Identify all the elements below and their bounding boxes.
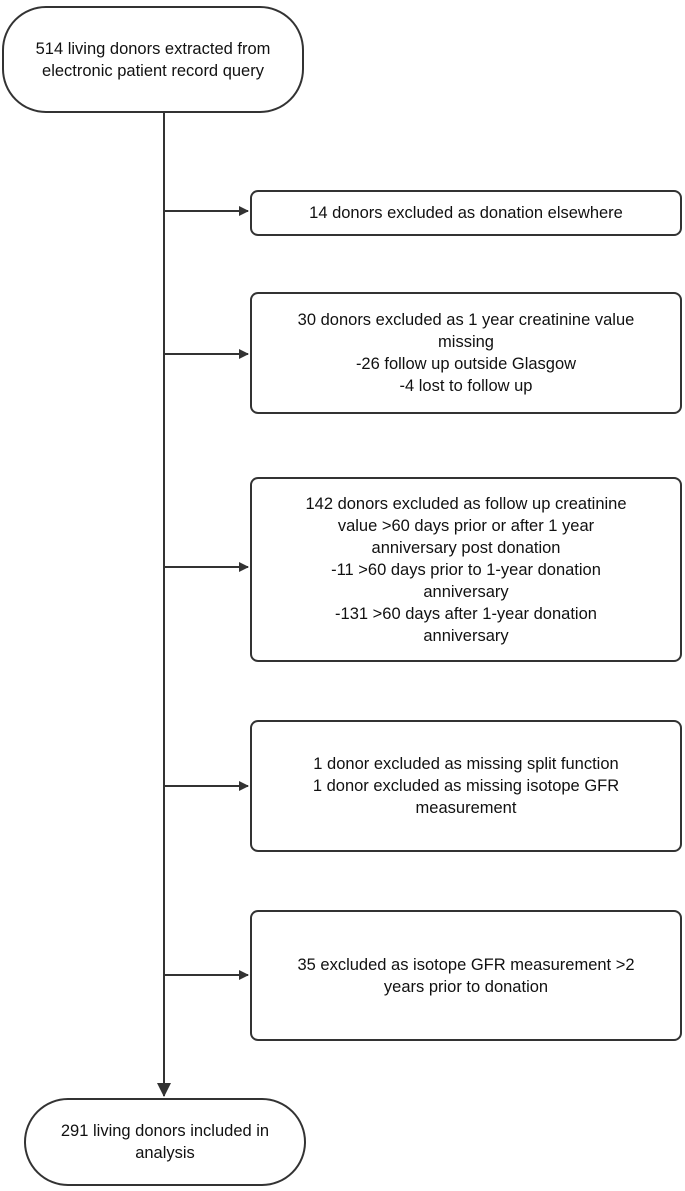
exclusion-3-line-1: 142 donors excluded as follow up creatin… <box>305 494 627 513</box>
exclusion-3-line-4: -11 >60 days prior to 1-year donation <box>331 560 601 579</box>
exclusion-4-line-1: 1 donor excluded as missing split functi… <box>313 755 619 773</box>
exclusion-box-3: 142 donors excluded as follow up creatin… <box>250 477 682 662</box>
exclusion-2-line-4: -4 lost to follow up <box>399 377 533 395</box>
exclusion-4-line-3: measurement <box>415 799 517 817</box>
exclusion-box-2: 30 donors excluded as 1 year creatinine … <box>250 292 682 414</box>
exclusion-5-line-1: 35 excluded as isotope GFR measurement >… <box>297 955 635 974</box>
end-node: 291 living donors included in analysis <box>24 1098 306 1186</box>
start-line-1: 514 living donors extracted from <box>35 39 271 58</box>
exclusion-box-4: 1 donor excluded as missing split functi… <box>250 720 682 852</box>
start-line-2: electronic patient record query <box>42 61 264 80</box>
start-node: 514 living donors extracted from electro… <box>2 6 304 113</box>
exclusion-2-line-3: -26 follow up outside Glasgow <box>355 355 577 373</box>
exclusion-4-line-2: 1 donor excluded as missing isotope GFR <box>312 777 620 795</box>
exclusion-5-line-2: years prior to donation <box>383 977 549 996</box>
exclusion-2-line-2: missing <box>438 333 494 351</box>
exclusion-box-5: 35 excluded as isotope GFR measurement >… <box>250 910 682 1041</box>
exclusion-3-line-3: anniversary post donation <box>371 538 561 557</box>
exclusion-2-line-1: 30 donors excluded as 1 year creatinine … <box>297 311 635 329</box>
exclusion-3-line-6: -131 >60 days after 1-year donation <box>335 604 597 623</box>
exclusion-3-line-2: value >60 days prior or after 1 year <box>337 516 595 535</box>
exclusion-3-line-7: anniversary <box>423 626 509 645</box>
exclusion-1-line-1: 14 donors excluded as donation elsewhere <box>309 204 623 222</box>
exclusion-3-line-5: anniversary <box>423 582 509 601</box>
end-line-1: 291 living donors included in <box>60 1122 270 1140</box>
end-line-2: analysis <box>135 1144 195 1162</box>
exclusion-box-1: 14 donors excluded as donation elsewhere <box>250 190 682 236</box>
